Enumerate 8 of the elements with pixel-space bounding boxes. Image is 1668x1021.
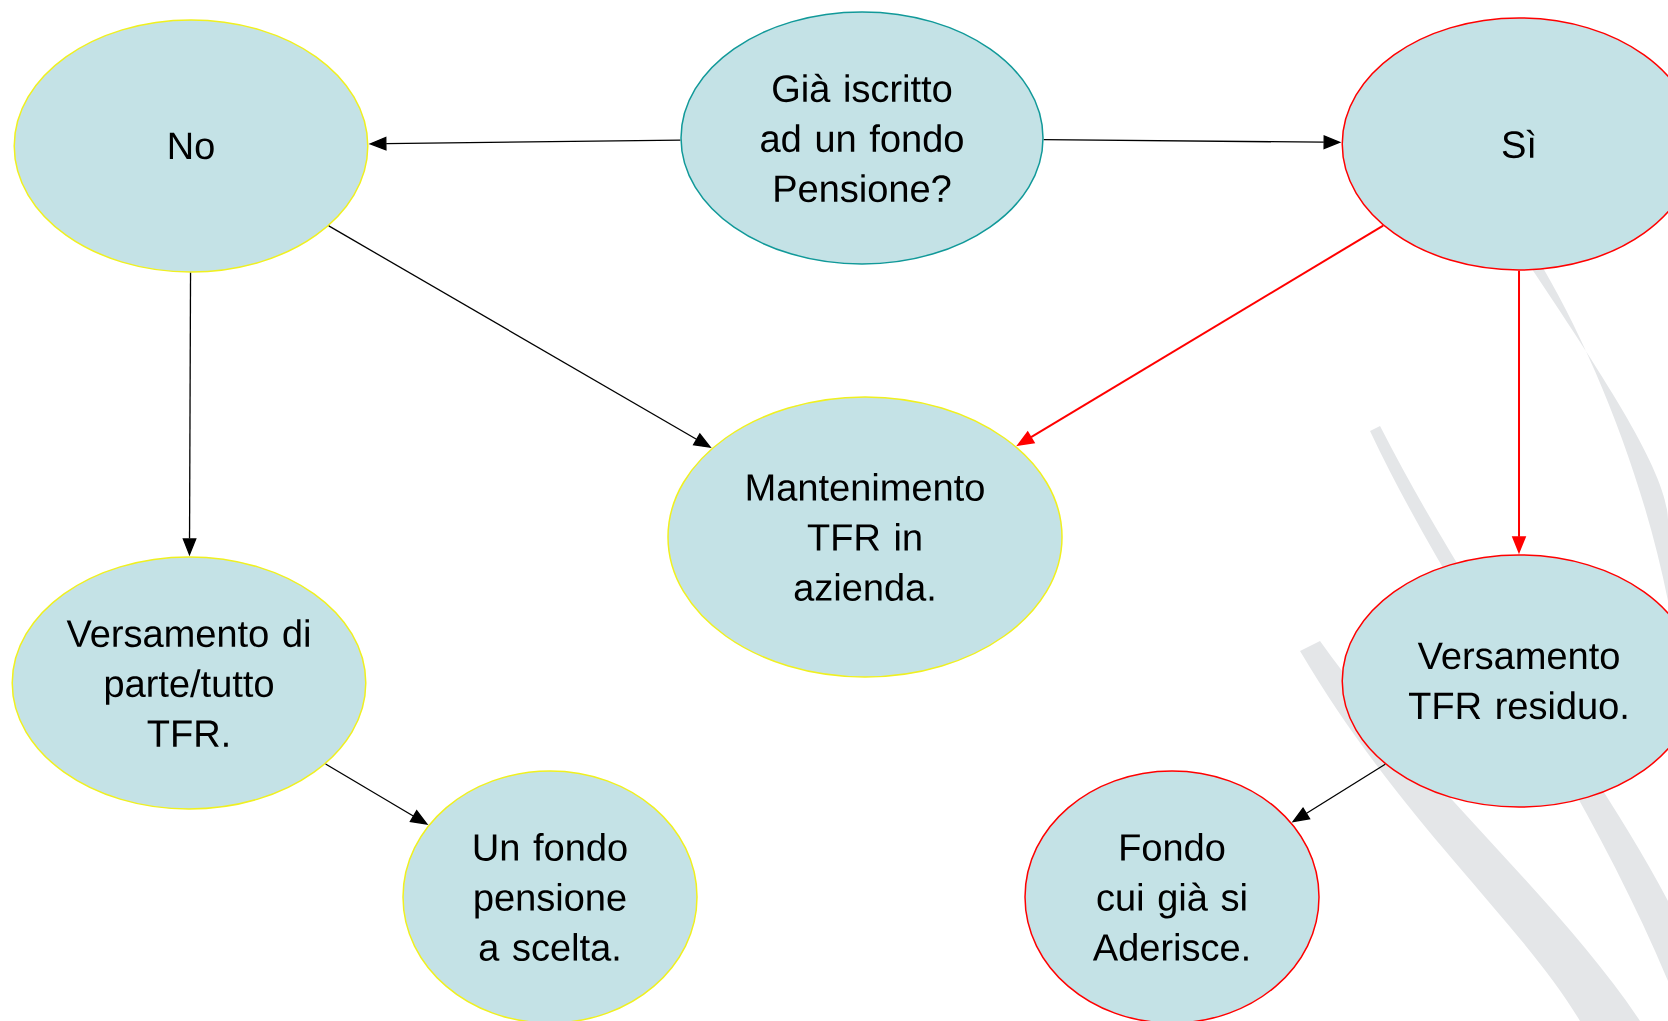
ellipse-node: Un fondo pensione a scelta. [402,770,698,1021]
ellipse-node: Già iscritto ad un fondo Pensione? [680,11,1044,265]
ellipse-node: Sì [1341,17,1668,271]
ellipse-node: Fondo cui già si Aderisce. [1024,770,1320,1021]
ellipse-node: No [13,19,369,273]
ellipse-node: Versamento TFR residuo. [1341,554,1668,808]
ellipse-node: Versamento di parte/tutto TFR. [11,556,367,810]
ellipse-node: Mantenimento TFR in azienda. [667,396,1063,678]
